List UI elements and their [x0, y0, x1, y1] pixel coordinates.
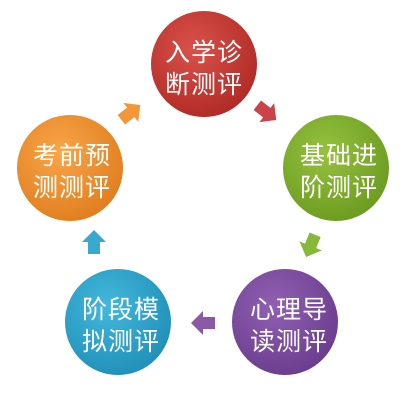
arrow-intake-to-foundation: [253, 100, 277, 123]
node-psychology-label: 心理导 读测评: [234, 294, 344, 358]
node-psychology-line2: 读测评: [249, 327, 328, 356]
node-foundation-circle: [283, 115, 389, 221]
arrow-mock-to-preexam: [82, 230, 106, 254]
node-intake-label: 入学诊 断测评: [149, 37, 259, 101]
node-mock-circle: [65, 269, 171, 375]
node-mock-line1: 阶段模: [81, 295, 160, 324]
node-preexam-label: 考前预 测测评: [17, 140, 127, 204]
node-preexam-line1: 考前预: [32, 141, 111, 170]
node-psychology-line1: 心理导: [249, 295, 328, 324]
node-preexam-line2: 测测评: [32, 173, 111, 202]
arrow-preexam-to-intake: [117, 102, 141, 125]
node-mock-line2: 拟测评: [81, 327, 160, 356]
node-mock-label: 阶段模 拟测评: [66, 294, 176, 358]
node-intake-circle: [151, 11, 257, 117]
node-foundation-line2: 阶测评: [299, 173, 378, 202]
node-intake-line2: 断测评: [164, 70, 243, 99]
node-psychology-circle: [232, 269, 338, 375]
arrow-psychology-to-mock: [191, 311, 215, 335]
arrow-foundation-to-psychology: [299, 232, 322, 258]
node-foundation-line1: 基础进: [299, 141, 378, 170]
node-intake-line1: 入学诊: [164, 38, 243, 67]
node-foundation-label: 基础进 阶测评: [284, 140, 394, 204]
node-preexam-circle: [17, 115, 123, 221]
